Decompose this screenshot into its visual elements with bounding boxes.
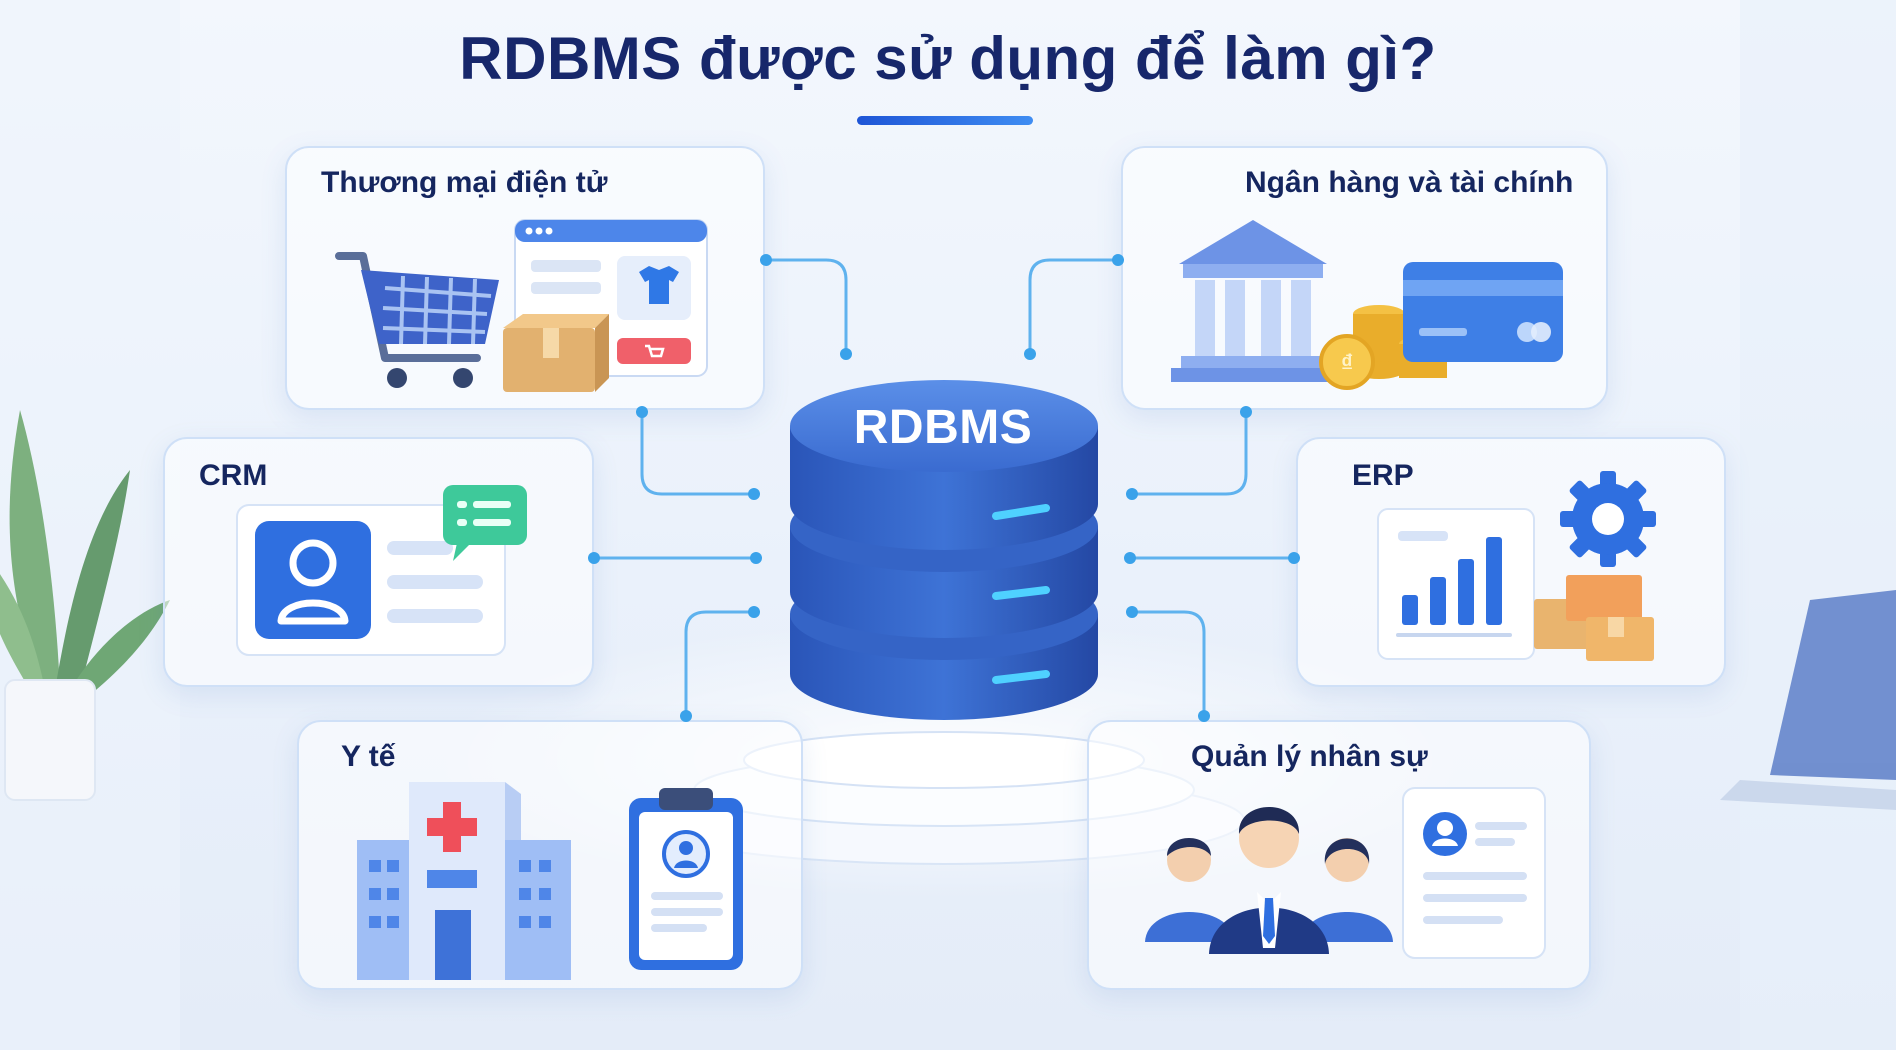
package-icon <box>503 314 609 392</box>
bank-icon <box>1171 220 1337 382</box>
panel-label-hr: Quản lý nhân sự <box>1191 740 1428 773</box>
package-icon <box>1534 575 1654 661</box>
crm-illustration <box>236 485 527 656</box>
svg-text:₫: ₫ <box>1341 350 1353 377</box>
banking-illustration: ₫ <box>1171 220 1563 390</box>
panel-banking: Ngân hàng và tài chính ₫ <box>1121 146 1608 410</box>
title-underline <box>857 116 1033 125</box>
panel-erp: ERP <box>1296 437 1726 687</box>
panel-label-ecommerce: Thương mại điện tử <box>321 166 608 199</box>
panel-ecommerce: Thương mại điện tử <box>285 146 765 410</box>
healthcare-illustration <box>357 782 743 980</box>
panel-label-erp: ERP <box>1352 459 1414 492</box>
laptop-decoration <box>1720 590 1896 810</box>
hospital-icon <box>357 782 571 980</box>
panel-crm: CRM <box>163 437 594 687</box>
contact-card-icon <box>236 504 506 656</box>
gear-icon <box>1560 471 1656 567</box>
erp-illustration <box>1377 471 1656 661</box>
panel-healthcare: Y tế <box>297 720 803 990</box>
panel-label-healthcare: Y tế <box>341 740 396 773</box>
database-icon <box>790 380 1098 720</box>
shopping-cart-icon <box>335 252 499 388</box>
hr-illustration <box>1145 787 1546 959</box>
panel-hr: Quản lý nhân sự <box>1087 720 1591 990</box>
database-label: RDBMS <box>853 401 1033 454</box>
panel-label-crm: CRM <box>199 459 268 492</box>
people-icon <box>1145 807 1393 954</box>
medical-clipboard-icon <box>629 788 743 970</box>
profile-card-icon <box>1402 787 1546 959</box>
chat-bubble-icon <box>443 485 527 561</box>
page-title: RDBMS được sử dụng để làm gì? <box>459 25 1437 92</box>
credit-card-icon <box>1403 262 1563 362</box>
plant-decoration <box>0 410 170 801</box>
bar-chart-icon <box>1377 508 1535 660</box>
panel-label-banking: Ngân hàng và tài chính <box>1245 166 1574 199</box>
ecommerce-illustration <box>335 219 708 392</box>
